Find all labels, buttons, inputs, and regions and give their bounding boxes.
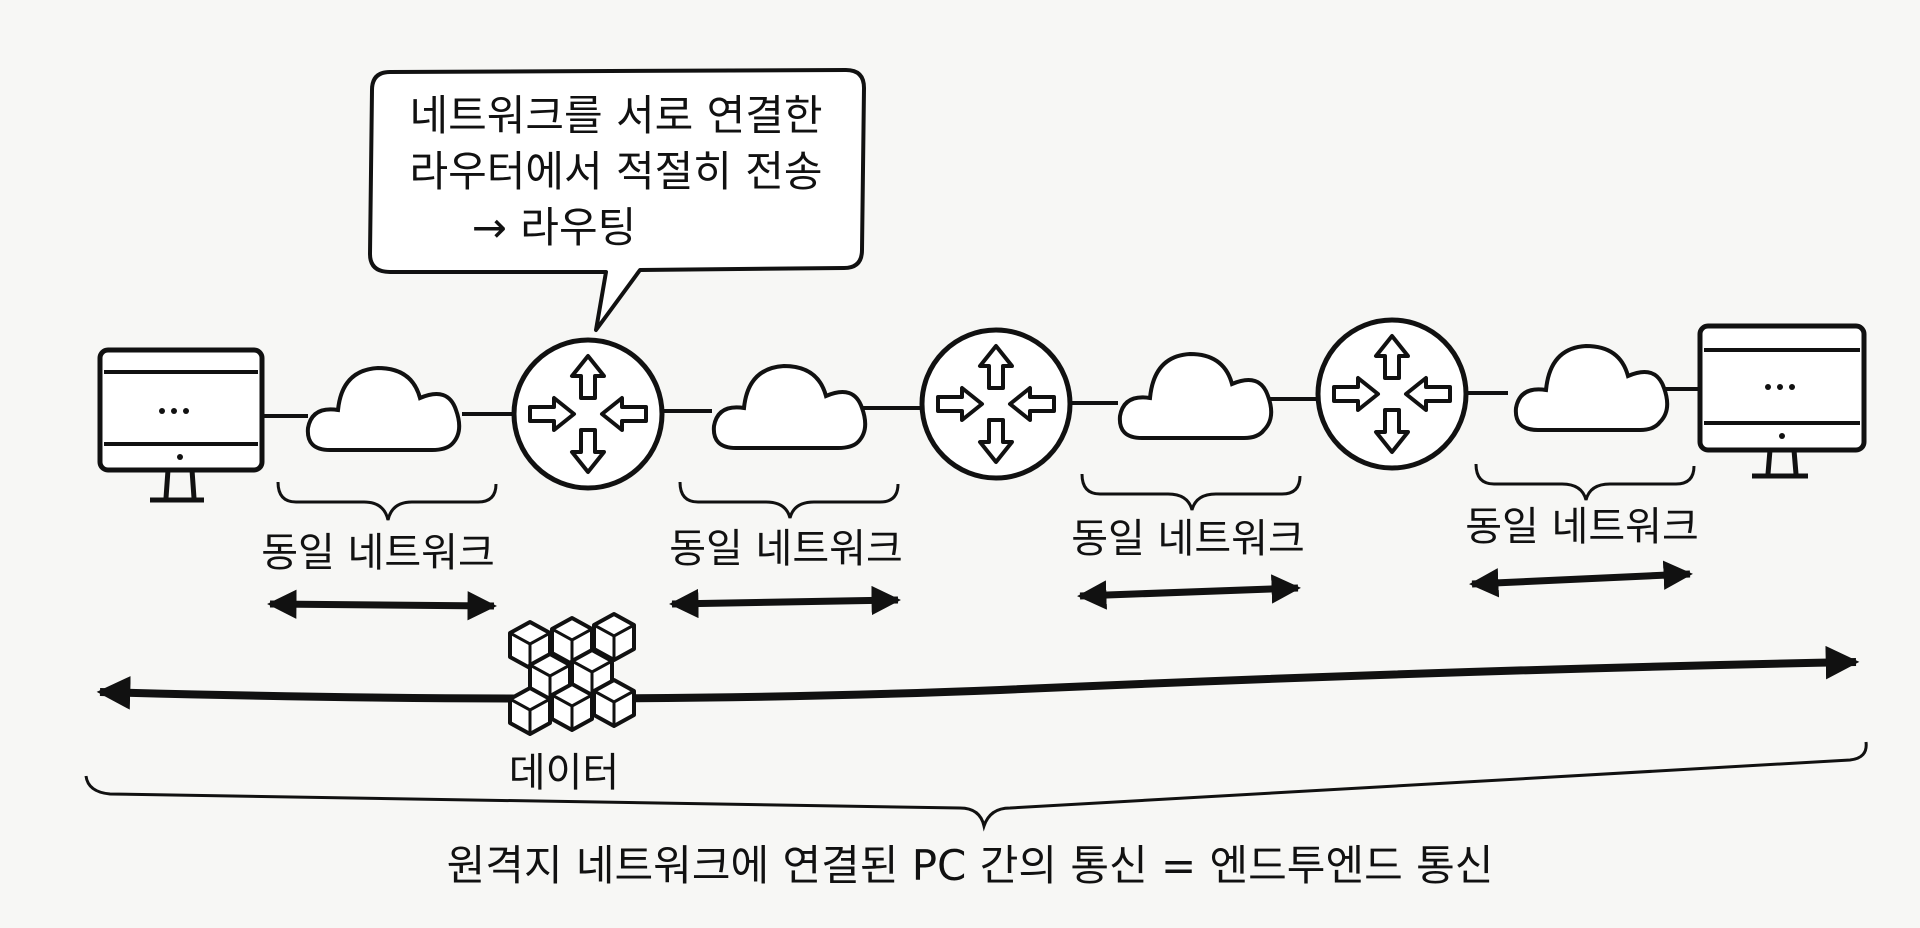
callout-shape bbox=[368, 68, 866, 332]
router-3 bbox=[1318, 320, 1466, 468]
cloud-1 bbox=[305, 365, 462, 452]
network-span-arrow-4 bbox=[1469, 560, 1693, 598]
network-link-line bbox=[262, 387, 1700, 418]
pc-left bbox=[97, 347, 265, 503]
network-brace-3 bbox=[1080, 473, 1302, 511]
cloud-4 bbox=[1513, 343, 1670, 432]
callout-line-3: → 라우팅 bbox=[472, 203, 636, 252]
network-label-2: 동일 네트워크 bbox=[669, 526, 903, 572]
network-brace-4 bbox=[1474, 463, 1696, 501]
cloud-icon bbox=[1513, 343, 1670, 432]
data-label: 데이터 bbox=[509, 750, 619, 796]
end-to-end-arrow bbox=[96, 645, 1860, 710]
router-icon bbox=[514, 340, 662, 488]
router-2 bbox=[922, 330, 1070, 478]
network-label-1: 동일 네트워크 bbox=[261, 530, 495, 576]
router-icon bbox=[1318, 320, 1466, 468]
monitor-icon bbox=[97, 347, 265, 503]
end-to-end-brace bbox=[84, 741, 1868, 832]
pc-right bbox=[1697, 323, 1867, 479]
data-blocks bbox=[508, 612, 636, 736]
data-blocks-icon bbox=[508, 612, 636, 736]
cloud-2 bbox=[711, 363, 868, 450]
callout-bubble: 네트워크를 서로 연결한 라우터에서 적절히 전송 → 라우팅 bbox=[368, 68, 866, 332]
cloud-icon bbox=[305, 365, 462, 452]
network-brace-1 bbox=[276, 481, 498, 521]
network-label-4: 동일 네트워크 bbox=[1465, 504, 1699, 550]
callout-line-1: 네트워크를 서로 연결한 bbox=[409, 91, 822, 140]
callout-line-2: 라우터에서 적절히 전송 bbox=[409, 147, 822, 196]
router-1 bbox=[514, 340, 662, 488]
network-span-arrow-1 bbox=[267, 589, 497, 621]
network-brace-2 bbox=[678, 481, 900, 519]
cloud-icon bbox=[711, 363, 868, 450]
cloud-3 bbox=[1117, 351, 1274, 440]
monitor-icon bbox=[1697, 323, 1867, 479]
network-span-arrow-2 bbox=[669, 585, 901, 619]
cloud-icon bbox=[1117, 351, 1274, 440]
network-span-arrow-3 bbox=[1077, 574, 1301, 610]
network-label-3: 동일 네트워크 bbox=[1071, 516, 1305, 562]
bottom-caption: 원격지 네트워크에 연결된 PC 간의 통신 = 엔드투엔드 통신 bbox=[447, 841, 1494, 890]
router-icon bbox=[922, 330, 1070, 478]
